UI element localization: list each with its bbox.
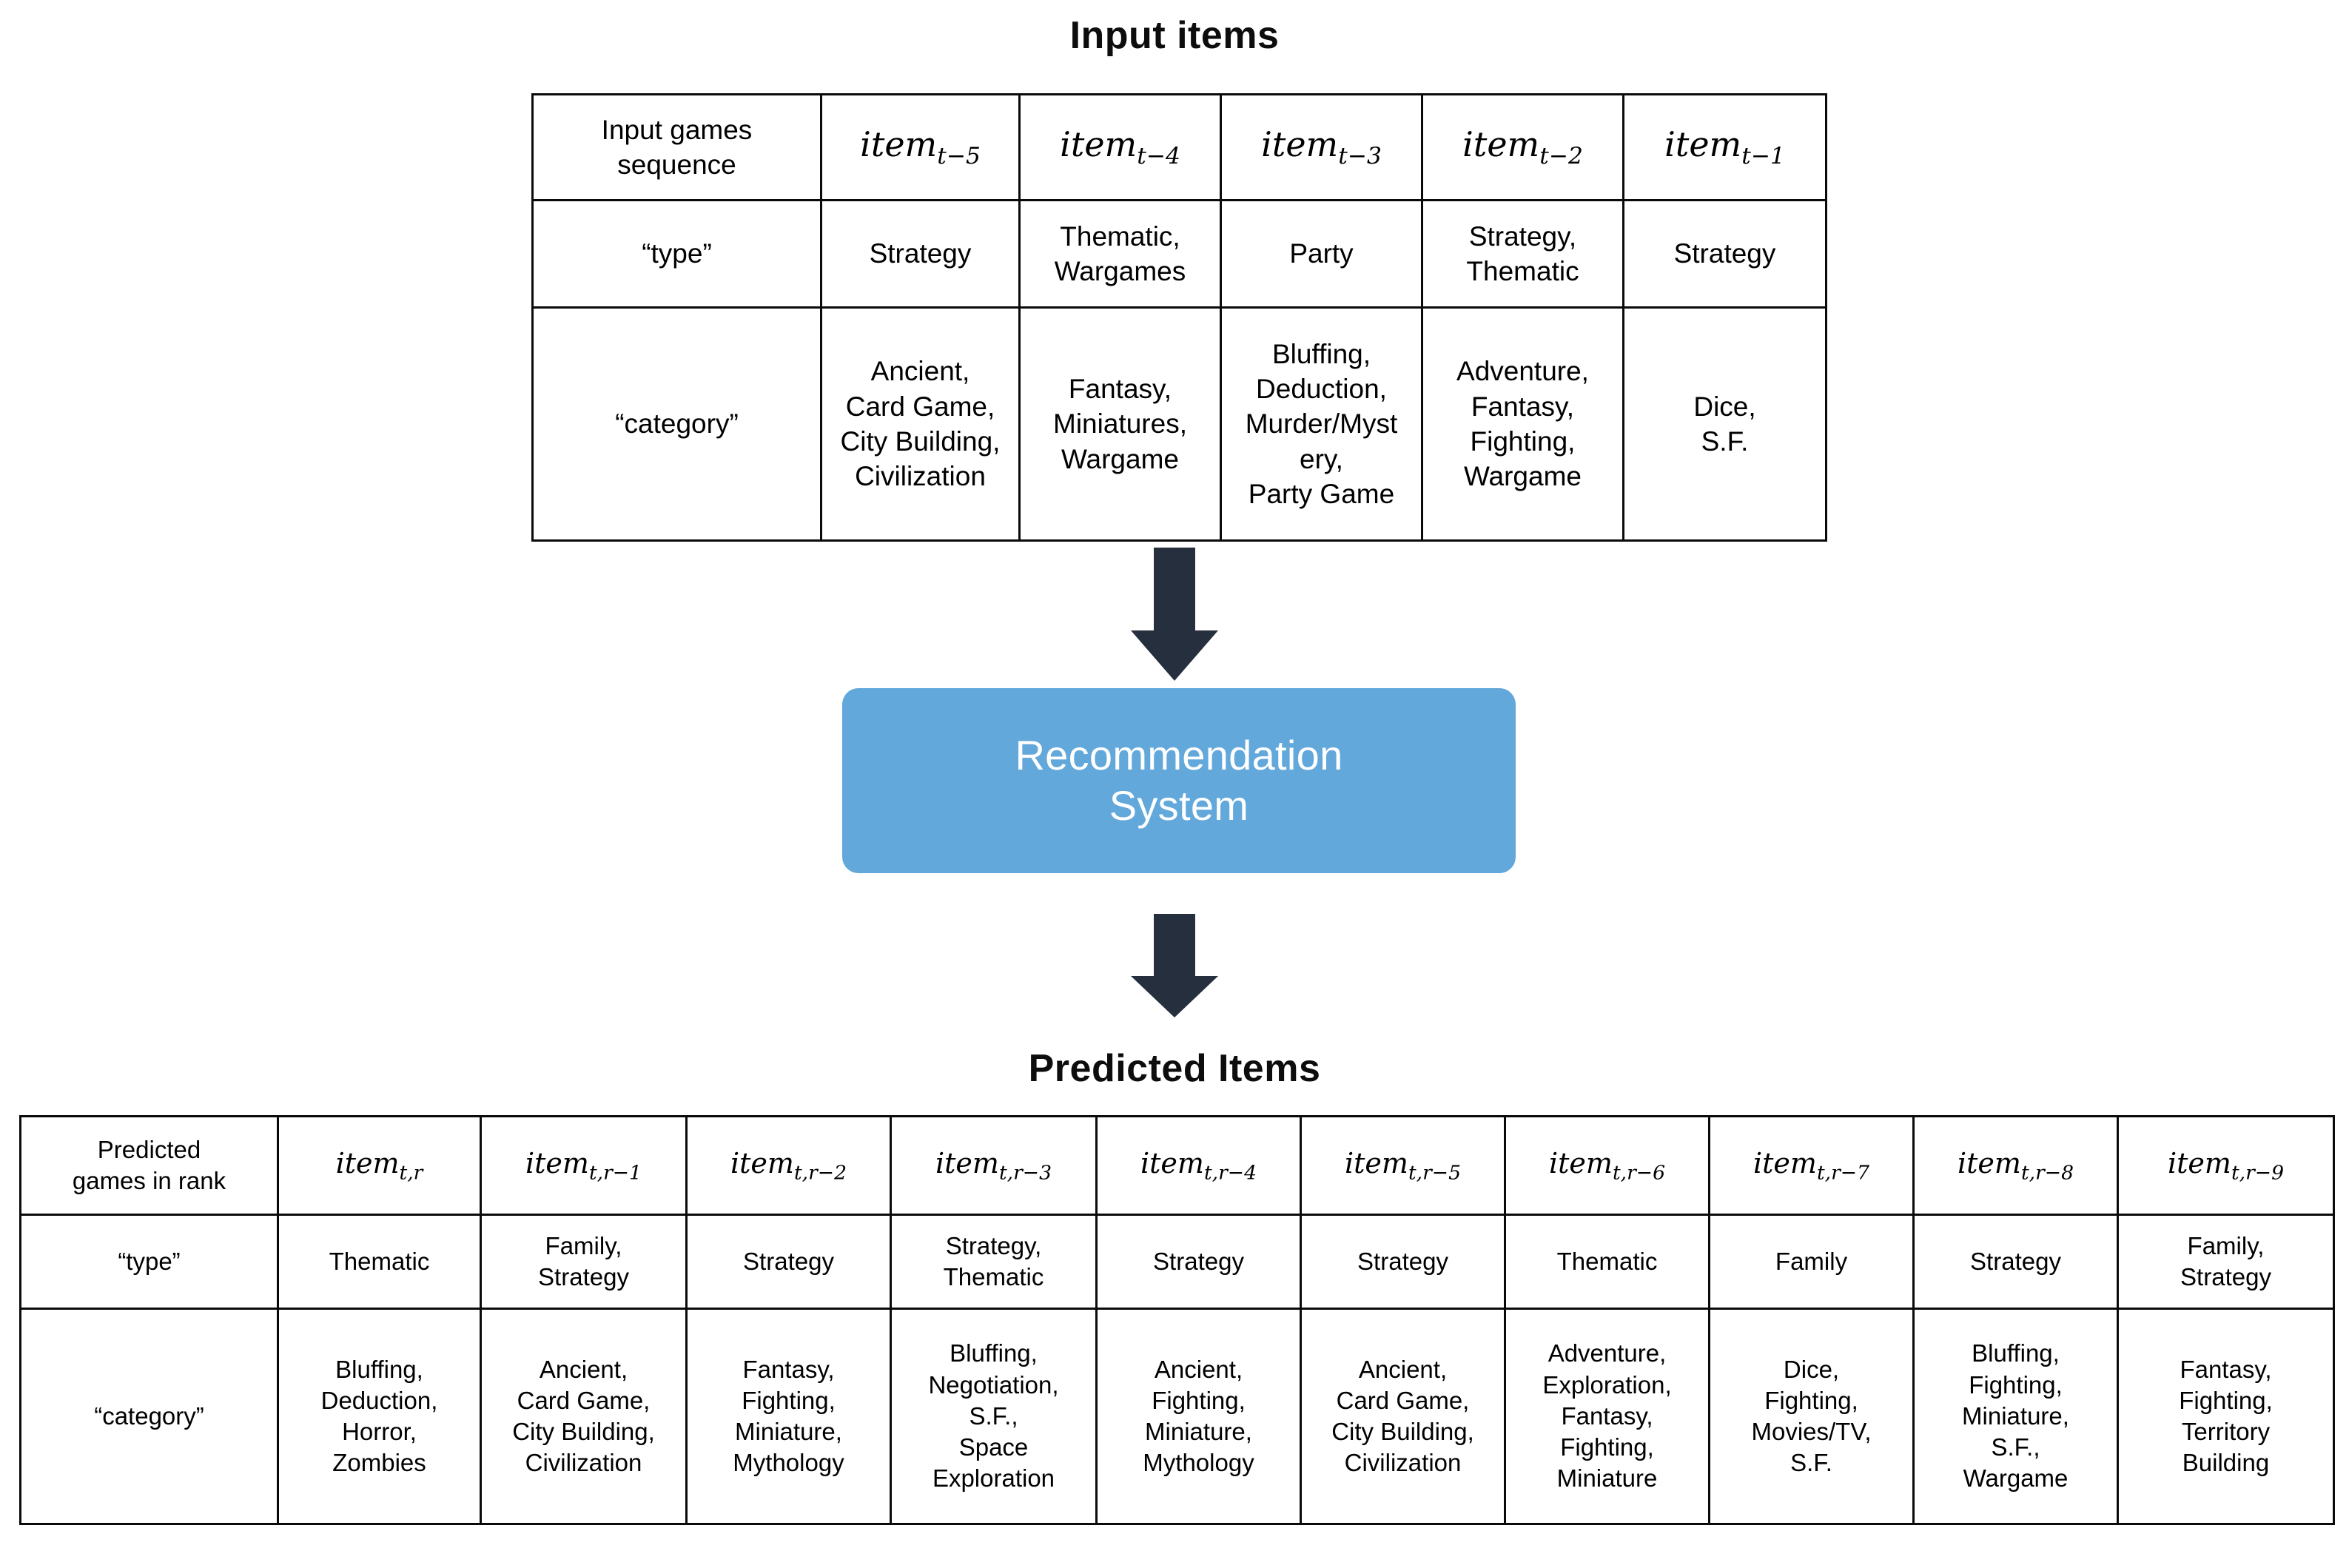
predicted-col-header-7: itemt,r−7 [1708,1115,1915,1216]
input-type-cell-4: Strategy [1622,199,1827,309]
predicted-category-cell-9: Fantasy, Fighting, Territory Building [2117,1308,2335,1525]
predicted-col-header-8: itemt,r−8 [1912,1115,2119,1216]
input-col-header-1: itemt−4 [1018,93,1222,201]
input-col-header-4: itemt−1 [1622,93,1827,201]
item-label-t-2: itemt−2 [1462,124,1583,170]
predicted-type-cell-6: Thematic [1504,1214,1710,1310]
predicted-category-cell-3: Bluffing, Negotiation, S.F., Space Explo… [890,1308,1098,1525]
predicted-col-header-1: itemt,r−1 [480,1115,688,1216]
predicted-col-header-4: itemt,r−4 [1095,1115,1302,1216]
item-label-t-r-4: itemt,r−4 [1140,1146,1257,1185]
item-label-t-r-3: itemt,r−3 [935,1146,1052,1185]
item-label-t-1: itemt−1 [1664,124,1785,170]
input-type-cell-1: Thematic, Wargames [1018,199,1222,309]
item-label-t-r-2: itemt,r−2 [730,1146,847,1185]
input-category-row: “category” Ancient, Card Game, City Buil… [531,306,1827,542]
input-items-table: Input games sequence itemt−5 itemt−4 ite… [531,93,1827,542]
predicted-type-cell-2: Strategy [685,1214,892,1310]
input-items-title: Input items [1069,14,1280,57]
predicted-col-header-6: itemt,r−6 [1504,1115,1710,1216]
predicted-col-header-2: itemt,r−2 [685,1115,892,1216]
input-category-cell-2: Bluffing, Deduction, Murder/Myst ery, Pa… [1220,306,1423,542]
predicted-type-cell-0: Thematic [277,1214,482,1310]
item-label-t-r-7: itemt,r−7 [1752,1146,1869,1185]
input-type-cell-2: Party [1220,199,1423,309]
input-type-cell-3: Strategy, Thematic [1421,199,1624,309]
predicted-col-header-3: itemt,r−3 [890,1115,1098,1216]
item-label-t-r-9: itemt,r−9 [2167,1146,2284,1185]
predicted-items-table: Predicted games in rank itemt,r itemt,r−… [19,1115,2335,1525]
predicted-category-cell-1: Ancient, Card Game, City Building, Civil… [480,1308,688,1525]
item-label-t-r-8: itemt,r−8 [1957,1146,2074,1185]
arrow-down-icon-to-system [1130,548,1219,681]
predicted-type-cell-1: Family, Strategy [480,1214,688,1310]
input-category-cell-1: Fantasy, Miniatures, Wargame [1018,306,1222,542]
recommendation-system-label: Recommendation System [1015,731,1343,829]
item-label-t-r-5: itemt,r−5 [1344,1146,1461,1185]
item-label-t-r-1: itemt,r−1 [525,1146,642,1185]
predicted-type-cell-3: Strategy, Thematic [890,1214,1098,1310]
input-type-cell-0: Strategy [820,199,1021,309]
predicted-col-header-0: itemt,r [277,1115,482,1216]
predicted-category-cell-6: Adventure, Exploration, Fantasy, Fightin… [1504,1308,1710,1525]
input-col-header-2: itemt−3 [1220,93,1423,201]
input-col-header-3: itemt−2 [1421,93,1624,201]
predicted-type-row: “type” Thematic Family, Strategy Strateg… [19,1214,2335,1310]
input-col-header-0: itemt−5 [820,93,1021,201]
predicted-type-cell-5: Strategy [1300,1214,1506,1310]
predicted-category-cell-4: Ancient, Fighting, Miniature, Mythology [1095,1308,1302,1525]
recommendation-system-box: Recommendation System [842,688,1516,873]
predicted-type-cell-7: Family [1708,1214,1915,1310]
predicted-type-cell-9: Family, Strategy [2117,1214,2335,1310]
predicted-category-cell-0: Bluffing, Deduction, Horror, Zombies [277,1308,482,1525]
predicted-header-row: Predicted games in rank itemt,r itemt,r−… [19,1115,2335,1216]
predicted-type-cell-8: Strategy [1912,1214,2119,1310]
item-label-t-r: itemt,r [335,1146,423,1185]
input-header-row: Input games sequence itemt−5 itemt−4 ite… [531,93,1827,201]
arrow-down-icon-to-predictions [1130,914,1219,1017]
input-row-label-sequence: Input games sequence [531,93,822,201]
input-category-cell-0: Ancient, Card Game, City Building, Civil… [820,306,1021,542]
item-label-t-r-6: itemt,r−6 [1548,1146,1665,1185]
item-label-t-5: itemt−5 [860,124,981,170]
input-type-row: “type” Strategy Thematic, Wargames Party… [531,199,1827,309]
predicted-category-cell-7: Dice, Fighting, Movies/TV, S.F. [1708,1308,1915,1525]
input-row-label-type: “type” [531,199,822,309]
predicted-category-row: “category” Bluffing, Deduction, Horror, … [19,1308,2335,1525]
input-category-cell-4: Dice, S.F. [1622,306,1827,542]
predicted-items-title: Predicted Items [1028,1047,1321,1090]
predicted-type-cell-4: Strategy [1095,1214,1302,1310]
item-label-t-4: itemt−4 [1060,124,1180,170]
input-row-label-category: “category” [531,306,822,542]
predicted-row-label-type: “type” [19,1214,279,1310]
input-category-cell-3: Adventure, Fantasy, Fighting, Wargame [1421,306,1624,542]
predicted-col-header-9: itemt,r−9 [2117,1115,2335,1216]
predicted-category-cell-5: Ancient, Card Game, City Building, Civil… [1300,1308,1506,1525]
predicted-row-label-rank: Predicted games in rank [19,1115,279,1216]
predicted-row-label-category: “category” [19,1308,279,1525]
predicted-col-header-5: itemt,r−5 [1300,1115,1506,1216]
predicted-category-cell-2: Fantasy, Fighting, Miniature, Mythology [685,1308,892,1525]
predicted-category-cell-8: Bluffing, Fighting, Miniature, S.F., War… [1912,1308,2119,1525]
item-label-t-3: itemt−3 [1261,124,1382,170]
